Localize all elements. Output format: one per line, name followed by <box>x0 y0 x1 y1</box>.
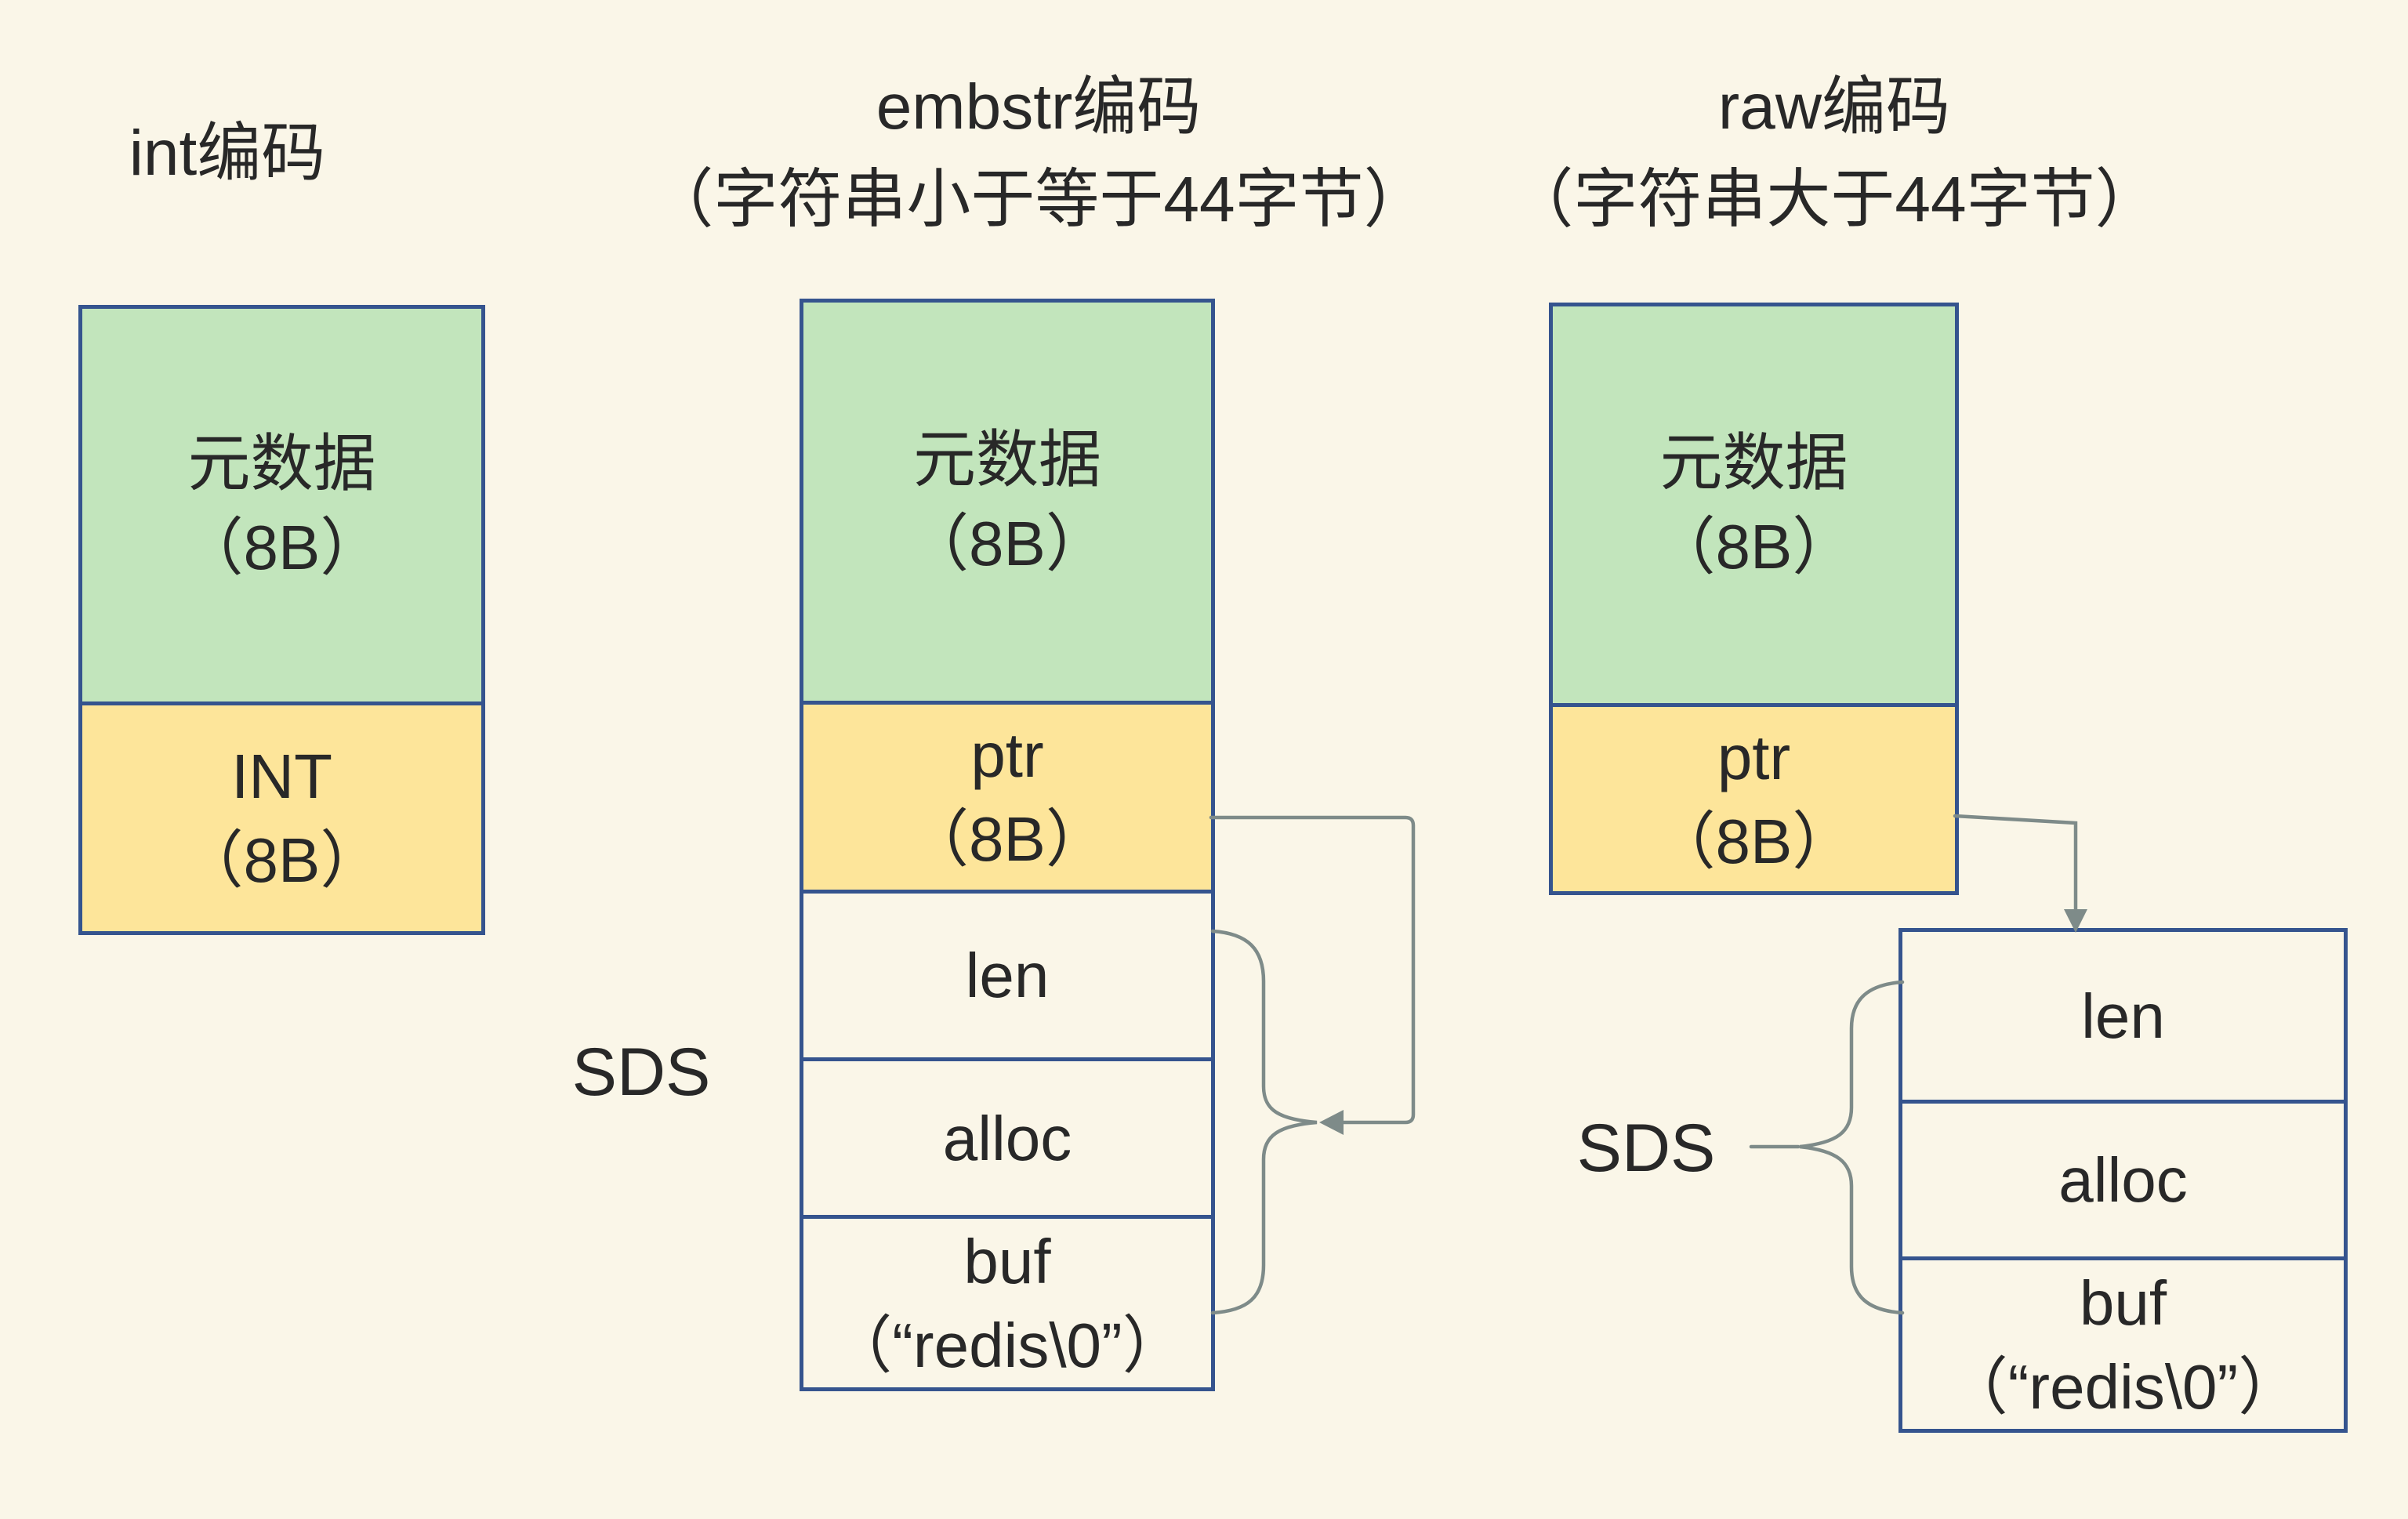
cell-line: （“redis\0”） <box>829 1310 1185 1380</box>
cell-line: （8B） <box>180 825 383 895</box>
arrowhead-left-embstr <box>1319 1110 1344 1135</box>
buf-cell: buf （“redis\0”） <box>803 1215 1211 1387</box>
sds-label-raw: SDS <box>1576 1111 1716 1186</box>
redis-object-raw: 元数据 （8B） ptr （8B） <box>1549 303 1959 895</box>
cell-line: alloc <box>2058 1145 2188 1215</box>
title-line: raw编码 <box>1717 71 1951 143</box>
cell-line: len <box>965 941 1050 1010</box>
buf-cell: buf （“redis\0”） <box>1902 1256 2344 1429</box>
sds-brace-embstr <box>1210 929 1318 1315</box>
metadata-cell: 元数据 （8B） <box>82 309 481 701</box>
redis-object-int: 元数据 （8B） INT （8B） <box>78 305 485 935</box>
cell-line: len <box>2081 981 2165 1051</box>
title-subtitle-line: （字符串大于44字节） <box>1509 164 2160 235</box>
title-line: int编码 <box>129 118 326 189</box>
cell-line: （8B） <box>906 509 1108 578</box>
sds-label-embstr: SDS <box>571 1035 711 1110</box>
cell-line: （8B） <box>180 512 383 582</box>
sds-brace-raw <box>1799 980 1905 1315</box>
title-line: embstr编码 <box>876 71 1202 143</box>
cell-line: （8B） <box>1652 806 1855 876</box>
cell-line: ptr <box>1717 722 1791 792</box>
cell-line: （8B） <box>1652 512 1855 582</box>
cell-line: alloc <box>942 1103 1072 1173</box>
cell-line: ptr <box>970 720 1044 790</box>
cell-line: （“redis\0”） <box>1945 1351 2301 1422</box>
cell-line: 元数据 <box>187 428 376 498</box>
ptr-cell: ptr （8B） <box>1553 703 1955 891</box>
cell-line: buf <box>2079 1267 2167 1338</box>
title-embstr-encoding: embstr编码 （字符串小于等于44字节） <box>647 61 1431 246</box>
ptr-arrow-embstr <box>1209 815 1416 1125</box>
alloc-cell: alloc <box>1902 1100 2344 1256</box>
cell-line: 元数据 <box>913 425 1101 495</box>
title-subtitle-line: （字符串小于等于44字节） <box>649 164 1428 235</box>
redis-object-embstr: 元数据 （8B） ptr （8B） len alloc buf （“redis\… <box>800 299 1215 1391</box>
len-cell: len <box>803 890 1211 1057</box>
ptr-cell: ptr （8B） <box>803 701 1211 890</box>
cell-line: 元数据 <box>1659 428 1848 498</box>
cell-line: INT <box>231 741 332 811</box>
cell-line: buf <box>963 1226 1051 1296</box>
title-int-encoding: int编码 <box>24 107 431 200</box>
ptr-arrow-raw <box>1953 814 2078 912</box>
cell-line: （8B） <box>906 804 1108 874</box>
metadata-cell: 元数据 （8B） <box>1553 306 1955 703</box>
len-cell: len <box>1902 932 2344 1100</box>
int-value-cell: INT （8B） <box>82 701 481 931</box>
metadata-cell: 元数据 （8B） <box>803 303 1211 701</box>
title-raw-encoding: raw编码 （字符串大于44字节） <box>1442 61 2226 246</box>
alloc-cell: alloc <box>803 1057 1211 1215</box>
sds-structure-raw: len alloc buf （“redis\0”） <box>1898 928 2348 1433</box>
